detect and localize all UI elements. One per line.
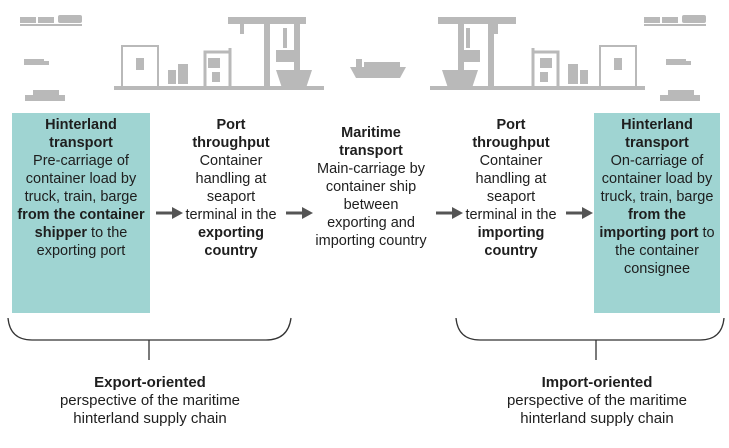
stage-description-text: to the container consignee	[615, 225, 715, 277]
stage-description-emphasis: from the importing port	[599, 207, 699, 241]
stage-description: Container handling at seaport terminal i…	[460, 152, 562, 260]
stage-description-emphasis: exporting country	[197, 225, 265, 259]
flow-arrow	[566, 207, 593, 219]
barge-icon	[660, 90, 700, 101]
transport-illustration	[20, 15, 706, 101]
import-perspective-line2: hinterland supply chain	[520, 410, 674, 427]
flow-arrow	[436, 207, 463, 219]
stage-description-emphasis: from the container shipper	[17, 207, 145, 241]
stage-description-emphasis: importing country	[477, 225, 545, 259]
gantry-crane-icon	[203, 48, 232, 88]
export-perspective-caption: Export-oriented perspective of the marit…	[20, 374, 280, 428]
flow-arrow	[286, 207, 313, 219]
stage-title: throughput	[192, 135, 270, 151]
stage-description-text: Container handling at seaport terminal i…	[185, 153, 277, 223]
stage-title: transport	[339, 143, 403, 159]
stage-description: Main-carriage by container ship between …	[314, 160, 428, 250]
stage-title: Hinterland	[45, 117, 117, 133]
stage-description-text: Main-carriage by container ship between …	[315, 161, 427, 249]
flow-arrow	[156, 207, 183, 219]
stage-description-text: to the exporting port	[36, 225, 128, 259]
gantry-crane-icon	[438, 17, 516, 88]
import-perspective-caption: Import-oriented perspective of the marit…	[462, 374, 729, 428]
warehouse-icon	[121, 45, 159, 89]
import-perspective-line1: perspective of the maritime	[506, 392, 688, 409]
stage-title: transport	[49, 135, 113, 151]
stage-title: transport	[625, 135, 689, 151]
stage-title: throughput	[472, 135, 550, 151]
stage-description-text: Pre-carriage of container load by truck,…	[24, 153, 138, 205]
gantry-crane-icon	[531, 48, 560, 88]
export-perspective-line1: perspective of the maritime	[59, 392, 241, 409]
stage-description: Container handling at seaport terminal i…	[180, 152, 282, 260]
stage-title: Maritime	[341, 125, 401, 141]
train-icon	[20, 15, 82, 26]
barge-icon	[25, 90, 65, 101]
stage-title: Hinterland	[621, 117, 693, 133]
stage-description: On-carriage of container load by truck, …	[594, 152, 720, 278]
stage-description: Pre-carriage of container load by truck,…	[12, 152, 150, 260]
truck-icon	[666, 59, 691, 65]
truck-icon	[24, 59, 49, 65]
export-perspective-line2: hinterland supply chain	[73, 410, 227, 427]
stage-description-text: Container handling at seaport terminal i…	[465, 153, 557, 223]
stage-title: Port	[216, 117, 246, 133]
gantry-crane-icon	[228, 17, 312, 88]
export-perspective-title: Export-oriented	[94, 374, 206, 391]
import-perspective-title: Import-oriented	[541, 374, 653, 391]
stage-description-text: On-carriage of container load by truck, …	[600, 153, 714, 205]
container-ship-icon	[350, 59, 406, 78]
warehouse-icon	[599, 45, 637, 89]
train-icon	[644, 15, 706, 26]
stage-title: Port	[496, 117, 526, 133]
